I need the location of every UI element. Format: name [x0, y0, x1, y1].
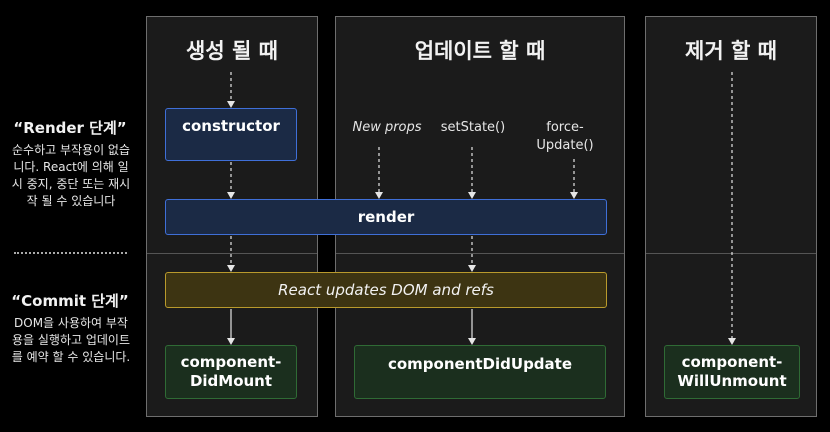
update-column-title: 업데이트 할 때 [414, 39, 546, 63]
component-did-mount-box: component- DidMount [165, 345, 297, 399]
arrowhead [468, 338, 476, 345]
commit-phase-description: DOM을 사용하여 부작용을 실행하고 업데이트를 예약 할 수 있습니다. [11, 316, 131, 364]
component-will-unmount-box: component- WillUnmount [664, 345, 800, 399]
arrowhead [375, 192, 383, 199]
phase-separator-line [147, 253, 317, 254]
component-did-update-box: componentDidUpdate [354, 345, 606, 399]
mount-column-title: 생성 될 때 [186, 39, 278, 63]
arrowhead [468, 265, 476, 272]
constructor-box: constructor [165, 108, 297, 161]
render-phase-description: 순수하고 부작용이 없습니다. React에 의해 일시 중지, 중단 또는 재… [11, 143, 131, 208]
render-phase-title: “Render 단계” [13, 119, 127, 137]
unmount-column-title: 제거 할 때 [685, 39, 777, 63]
force-update-trigger: force- Update() [536, 120, 594, 153]
arrowhead [728, 338, 736, 345]
react-updates-dom-box: React updates DOM and refs [165, 272, 607, 308]
arrowhead [227, 338, 235, 345]
phase-separator-line [336, 253, 624, 254]
arrowhead [468, 192, 476, 199]
phase-divider [14, 252, 127, 254]
commit-phase-title: “Commit 단계” [11, 292, 129, 310]
arrowhead [570, 192, 578, 199]
set-state-trigger: setState() [440, 120, 506, 135]
arrowhead [227, 192, 235, 199]
render-box: render [165, 199, 607, 235]
phase-separator-line [646, 253, 816, 254]
new-props-trigger: New props [352, 120, 422, 135]
arrowhead [227, 101, 235, 108]
arrowhead [227, 265, 235, 272]
